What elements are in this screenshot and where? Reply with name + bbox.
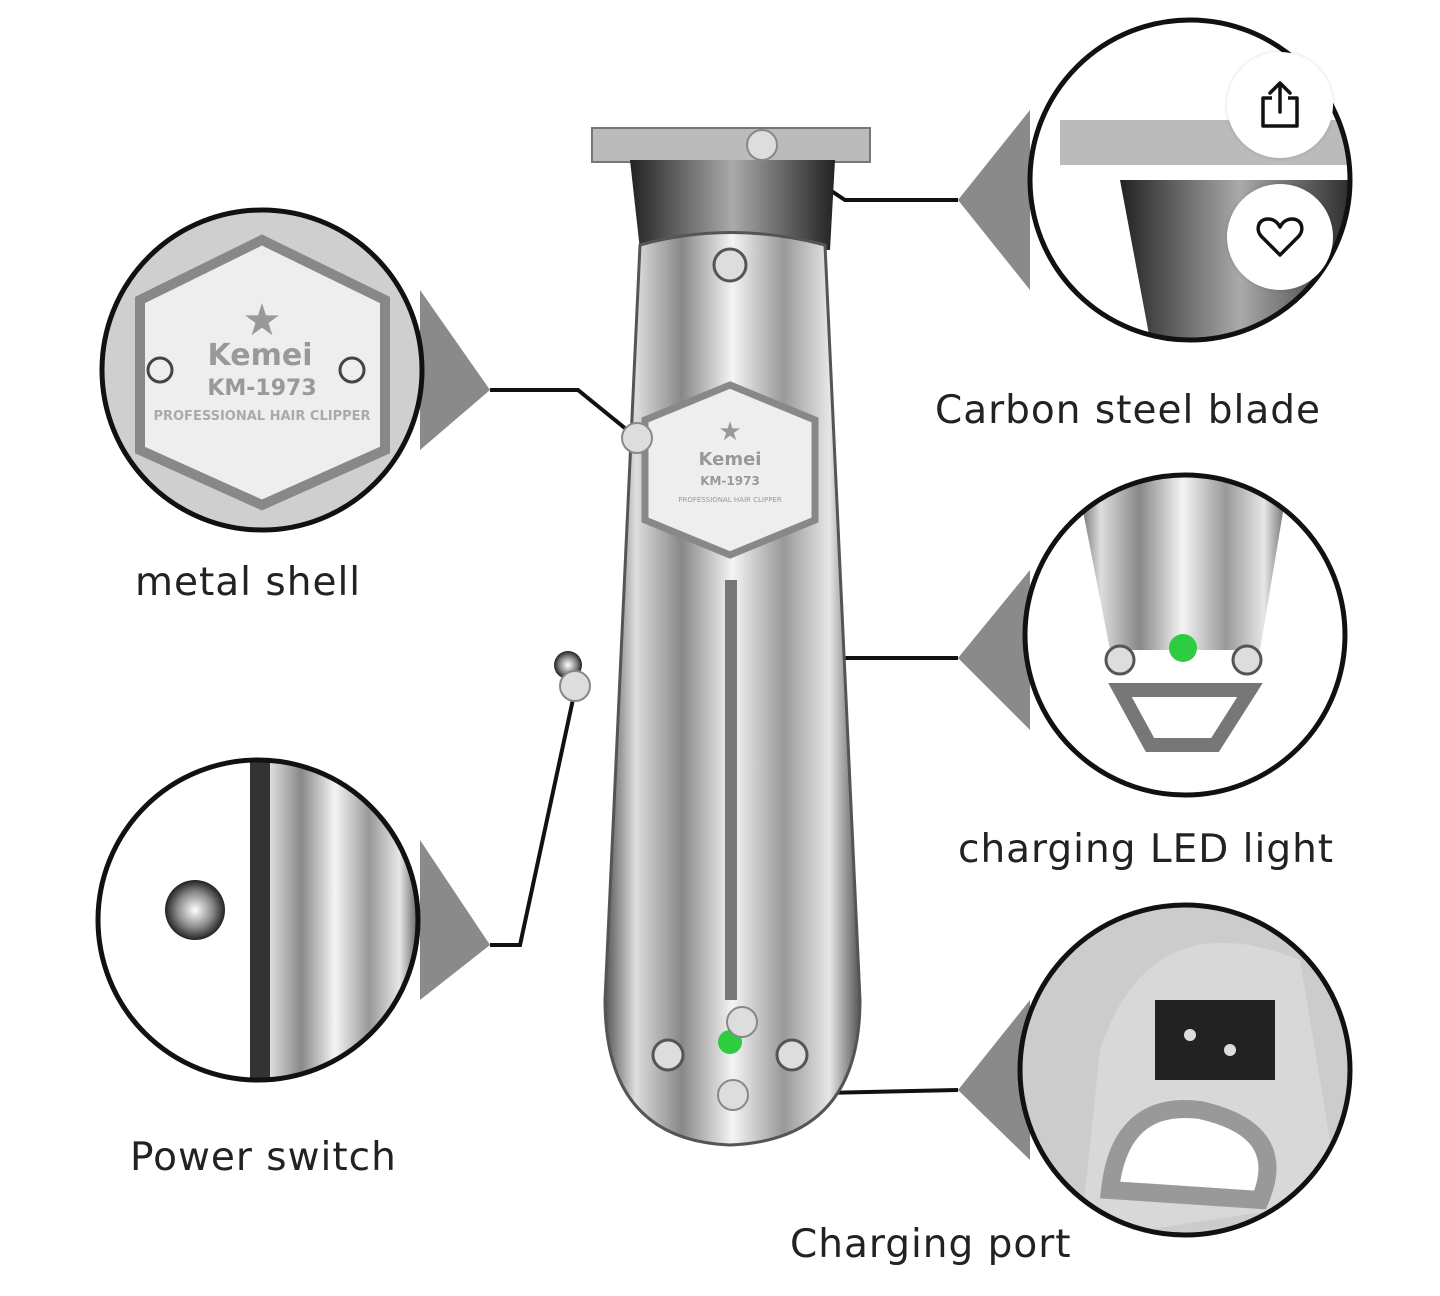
led-label: charging LED light: [958, 827, 1335, 872]
blade-label: Carbon steel blade: [935, 388, 1321, 433]
metal-shell-detail: ★ Kemei KM-1973 PROFESSIONAL HAIR CLIPPE…: [99, 207, 425, 533]
share-icon: [1261, 81, 1299, 128]
svg-text:Kemei: Kemei: [699, 449, 762, 470]
metal-shell-label: metal shell: [135, 560, 362, 605]
svg-text:KM-1973: KM-1973: [207, 376, 316, 401]
power-switch-detail: [95, 757, 421, 1083]
svg-text:★: ★: [718, 417, 741, 447]
callout-pointers: [420, 110, 1030, 1160]
svg-text:Kemei: Kemei: [208, 338, 313, 373]
svg-text:KM-1973: KM-1973: [700, 474, 760, 488]
port-label: Charging port: [790, 1222, 1072, 1267]
heart-icon: [1256, 217, 1304, 257]
led-detail: [1022, 472, 1348, 798]
led-indicator: [1169, 634, 1197, 662]
svg-text:PROFESSIONAL HAIR CLIPPER: PROFESSIONAL HAIR CLIPPER: [153, 409, 370, 424]
svg-text:PROFESSIONAL HAIR CLIPPER: PROFESSIONAL HAIR CLIPPER: [678, 496, 782, 504]
port-detail: [1017, 902, 1353, 1238]
favorite-button[interactable]: [1227, 184, 1333, 290]
power-switch-label: Power switch: [130, 1135, 397, 1180]
share-button[interactable]: [1227, 52, 1333, 158]
svg-text:★: ★: [242, 295, 281, 346]
clipper-illustration: ★ Kemei KM-1973 PROFESSIONAL HAIR CLIPPE…: [554, 127, 871, 1147]
